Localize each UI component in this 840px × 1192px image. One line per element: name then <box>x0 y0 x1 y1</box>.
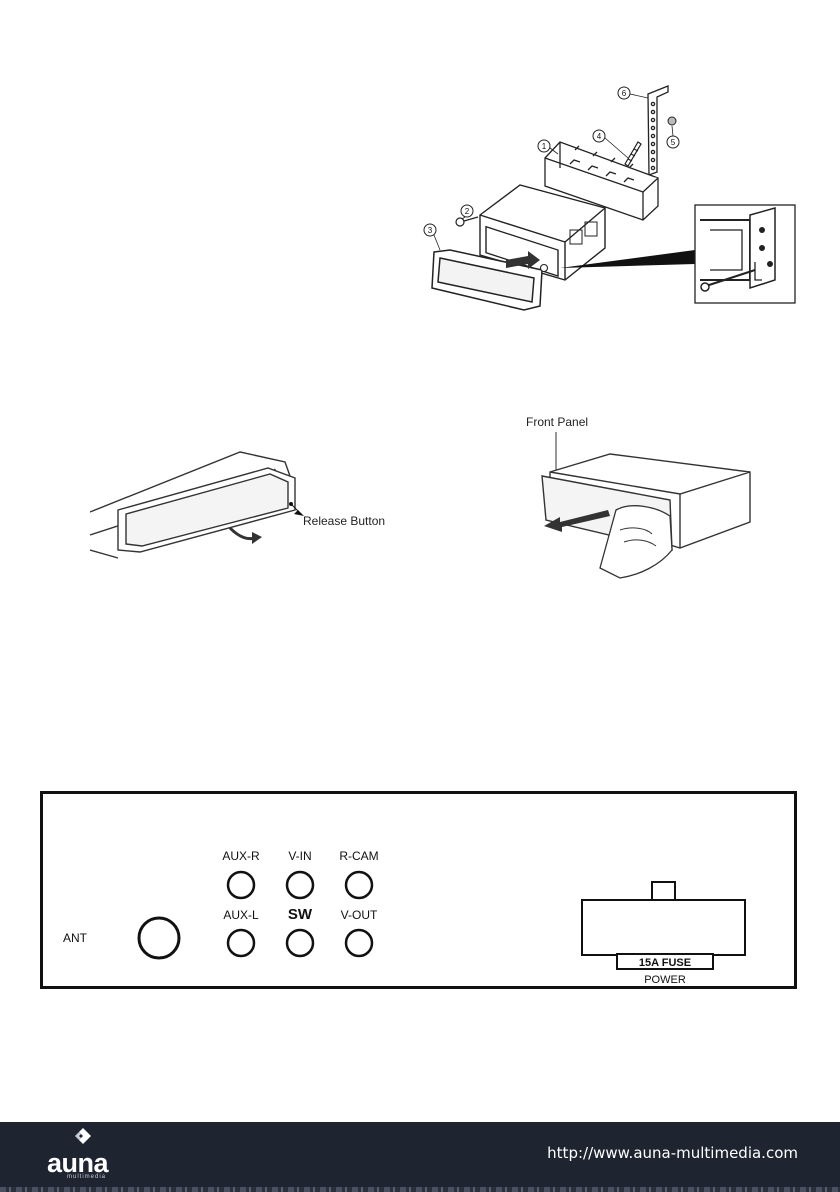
footer-strip <box>0 1187 840 1192</box>
aux-r-jack <box>228 872 254 898</box>
v-out-label: V-OUT <box>341 908 378 922</box>
power-connector <box>582 882 745 969</box>
auna-logo-icon <box>72 1126 94 1148</box>
brand-subtitle: multimedia <box>67 1174 106 1180</box>
r-cam-label: R-CAM <box>339 849 378 863</box>
ant-connector <box>139 918 179 958</box>
rear-panel: ANT AUX-R V-IN R-CAM AUX-L V-OUT SW 15A … <box>40 791 797 989</box>
installation-diagram: 6 4 5 1 2 3 <box>410 80 805 320</box>
power-label: POWER <box>644 974 686 986</box>
sw-jack <box>287 930 313 956</box>
detail-inset <box>695 205 795 303</box>
front-panel-label: Front Panel <box>526 415 588 429</box>
release-key <box>456 217 478 226</box>
footer: auna multimedia http://www.auna-multimed… <box>0 1122 840 1192</box>
release-button-label: Release Button <box>303 514 385 528</box>
aux-r-label: AUX-R <box>222 849 260 863</box>
open-arrow-icon <box>252 532 262 544</box>
fuse-label: 15A FUSE <box>639 957 691 969</box>
r-cam-jack <box>346 872 372 898</box>
mounting-strap <box>648 86 668 175</box>
v-in-label: V-IN <box>288 849 311 863</box>
callout-4-label: 4 <box>597 132 602 141</box>
release-button-diagram: Release Button <box>90 440 420 590</box>
aux-l-label: AUX-L <box>223 908 259 922</box>
callout-3-label: 3 <box>428 226 433 235</box>
aux-l-jack <box>228 930 254 956</box>
v-in-jack <box>287 872 313 898</box>
callout-6-label: 6 <box>622 89 627 98</box>
sw-label: SW <box>288 906 313 923</box>
nut <box>668 117 676 125</box>
callout-1-label: 1 <box>542 142 547 151</box>
v-out-jack <box>346 930 372 956</box>
callout-5-label: 5 <box>671 138 676 147</box>
screw <box>625 142 641 166</box>
ant-label: ANT <box>63 931 88 945</box>
front-panel-diagram: Front Panel <box>520 410 760 590</box>
website-link[interactable]: http://www.auna-multimedia.com <box>547 1144 798 1162</box>
callout-2-label: 2 <box>465 207 470 216</box>
